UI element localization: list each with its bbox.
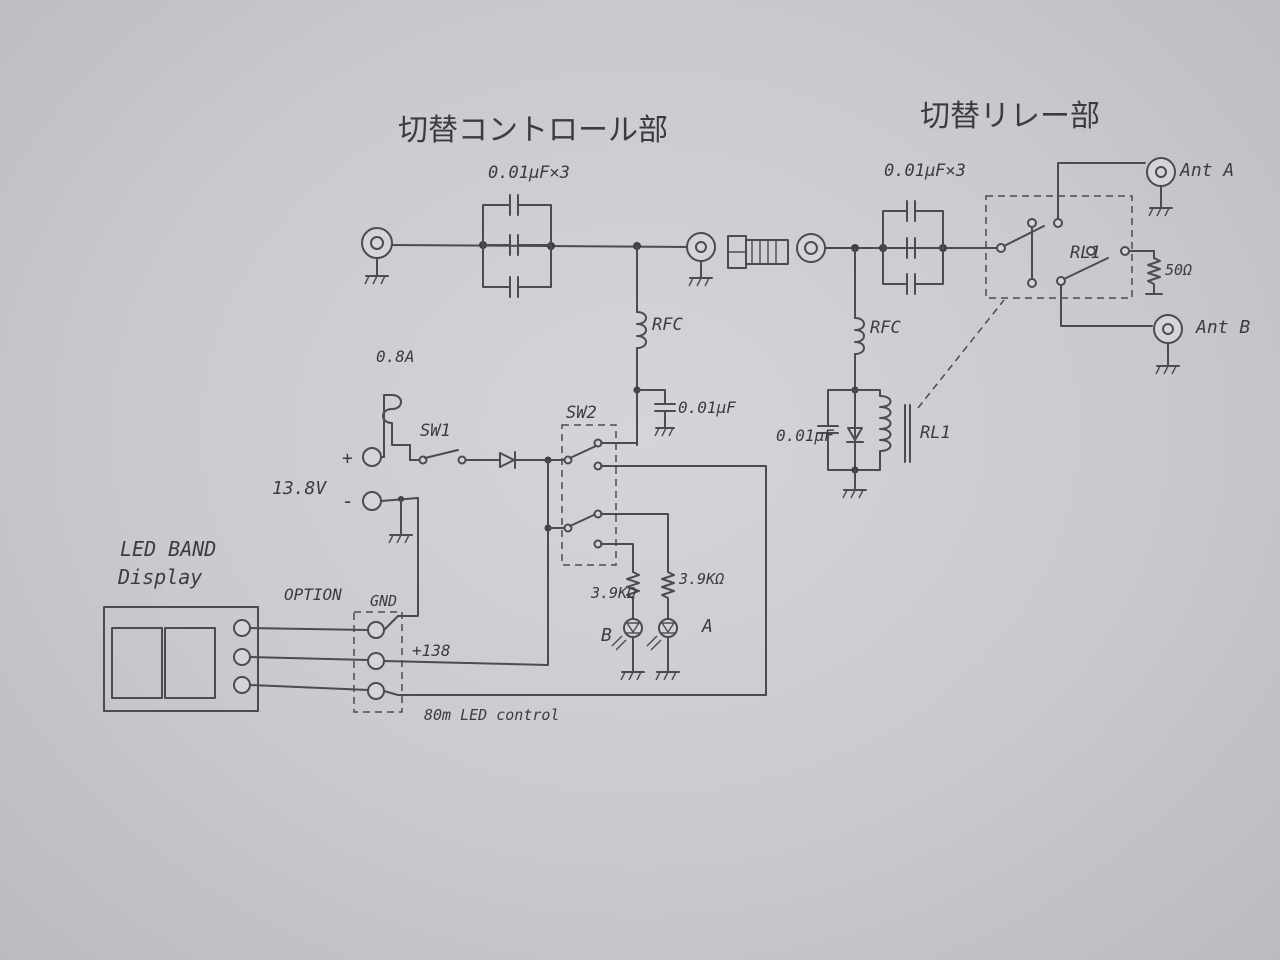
rfc-left-inductor	[636, 245, 647, 391]
supply-minus-terminal	[362, 491, 382, 511]
option-label: OPTION	[284, 585, 342, 604]
relay-contacts	[996, 162, 1163, 327]
relay-section-heading: 切替リレー部	[920, 99, 1100, 134]
coil-cap-label: 0.01μF	[776, 426, 834, 445]
display-title-line2: Display	[117, 565, 202, 589]
relay-coil-network	[817, 386, 911, 499]
rfc-left-label: RFC	[652, 315, 683, 335]
rfc-right-label: RFC	[870, 318, 901, 338]
supply-voltage-label: 13.8V	[272, 478, 327, 499]
right-cap-bank-label: 0.01μF×3	[884, 161, 966, 181]
led-b-label: B	[601, 625, 612, 646]
display-title-line1: LED BAND	[120, 537, 216, 561]
ant-a-connector	[1146, 157, 1176, 217]
resistor-led-a-label: 3.9KΩ	[678, 570, 724, 588]
resistor-led-b-label: 3.9KΩ	[590, 584, 636, 602]
sw1-switch	[409, 444, 501, 465]
relay-mechanical-link	[917, 299, 1005, 409]
led-band-display-module	[103, 606, 369, 712]
left-coax-connector	[361, 227, 393, 285]
relay-coil-label: RL1	[920, 423, 951, 443]
negative-return	[380, 496, 419, 617]
left-cap-bank-label: 0.01μF×3	[488, 163, 570, 183]
plus138-label: +138	[412, 641, 451, 660]
led-control-label: 80m LED control	[424, 706, 559, 724]
right-capacitor-bank	[879, 200, 947, 295]
bypass-cap-left-label: 0.01μF	[678, 398, 736, 417]
ant-b-connector	[1153, 314, 1183, 375]
ant-b-label: Ant B	[1195, 317, 1250, 338]
supply-minus-label: -	[342, 489, 354, 513]
sw2-contacts	[397, 438, 767, 696]
ant-a-label: Ant A	[1179, 160, 1234, 181]
sw2-box	[561, 424, 617, 566]
led-a-branch	[646, 571, 680, 681]
supply-plus-label: +	[342, 448, 353, 469]
fuse-label: 0.8A	[376, 347, 415, 366]
relay-contact-label: RL1	[1070, 243, 1101, 263]
sw1-label: SW1	[420, 421, 451, 441]
led-b-branch	[611, 571, 645, 681]
fuse	[382, 394, 411, 458]
series-diode	[499, 451, 567, 469]
left-capacitor-bank	[479, 194, 555, 298]
rfc-right-inductor	[854, 247, 865, 391]
middle-coax-assembly	[686, 232, 826, 287]
supply-plus-terminal	[362, 447, 382, 467]
led-a-label: A	[701, 616, 713, 637]
control-section-heading: 切替コントロール部	[398, 113, 668, 148]
bypass-capacitor-left	[633, 386, 676, 437]
sw2-label: SW2	[566, 403, 597, 423]
option-connector-pins	[367, 615, 549, 700]
resistor-50-label: 50Ω	[1165, 261, 1192, 279]
gnd-label: GND	[370, 592, 397, 610]
